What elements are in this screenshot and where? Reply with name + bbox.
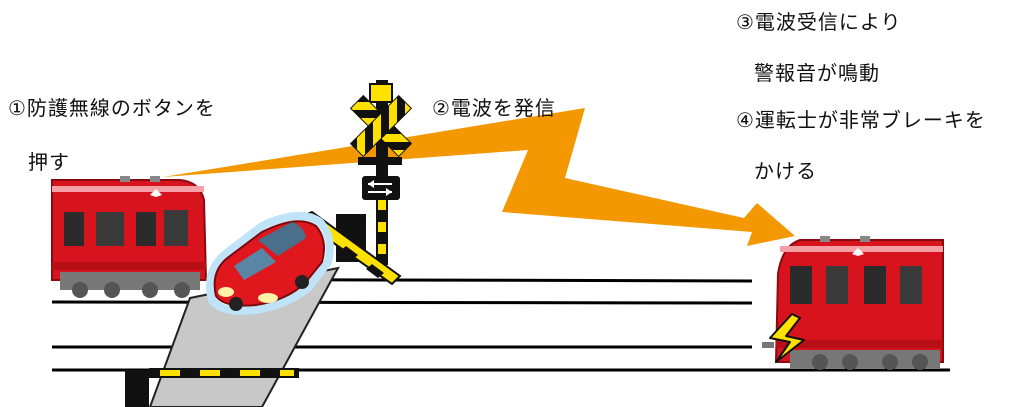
railroad-crossing-signal: [349, 80, 413, 265]
step4-caption-line2: かける: [754, 159, 817, 183]
radio-wave-arrow: [163, 108, 795, 246]
step1-caption-line2: 押す: [28, 150, 70, 174]
step1-caption-line1: ①防護無線のボタンを: [8, 96, 216, 120]
step3-caption-line2: 警報音が鳴動: [754, 61, 880, 85]
step3-caption-line1: ③電波受信により: [736, 10, 902, 34]
stalled-car: [206, 212, 334, 315]
right-train: [762, 236, 944, 370]
step4-caption-line1: ④運転士が非常ブレーキを: [736, 108, 986, 132]
left-train: [51, 176, 208, 298]
step2-caption: ②電波を発信: [432, 96, 556, 120]
lower-crossing-gate: [125, 368, 299, 407]
lightning-bolt-icon: [769, 313, 805, 363]
